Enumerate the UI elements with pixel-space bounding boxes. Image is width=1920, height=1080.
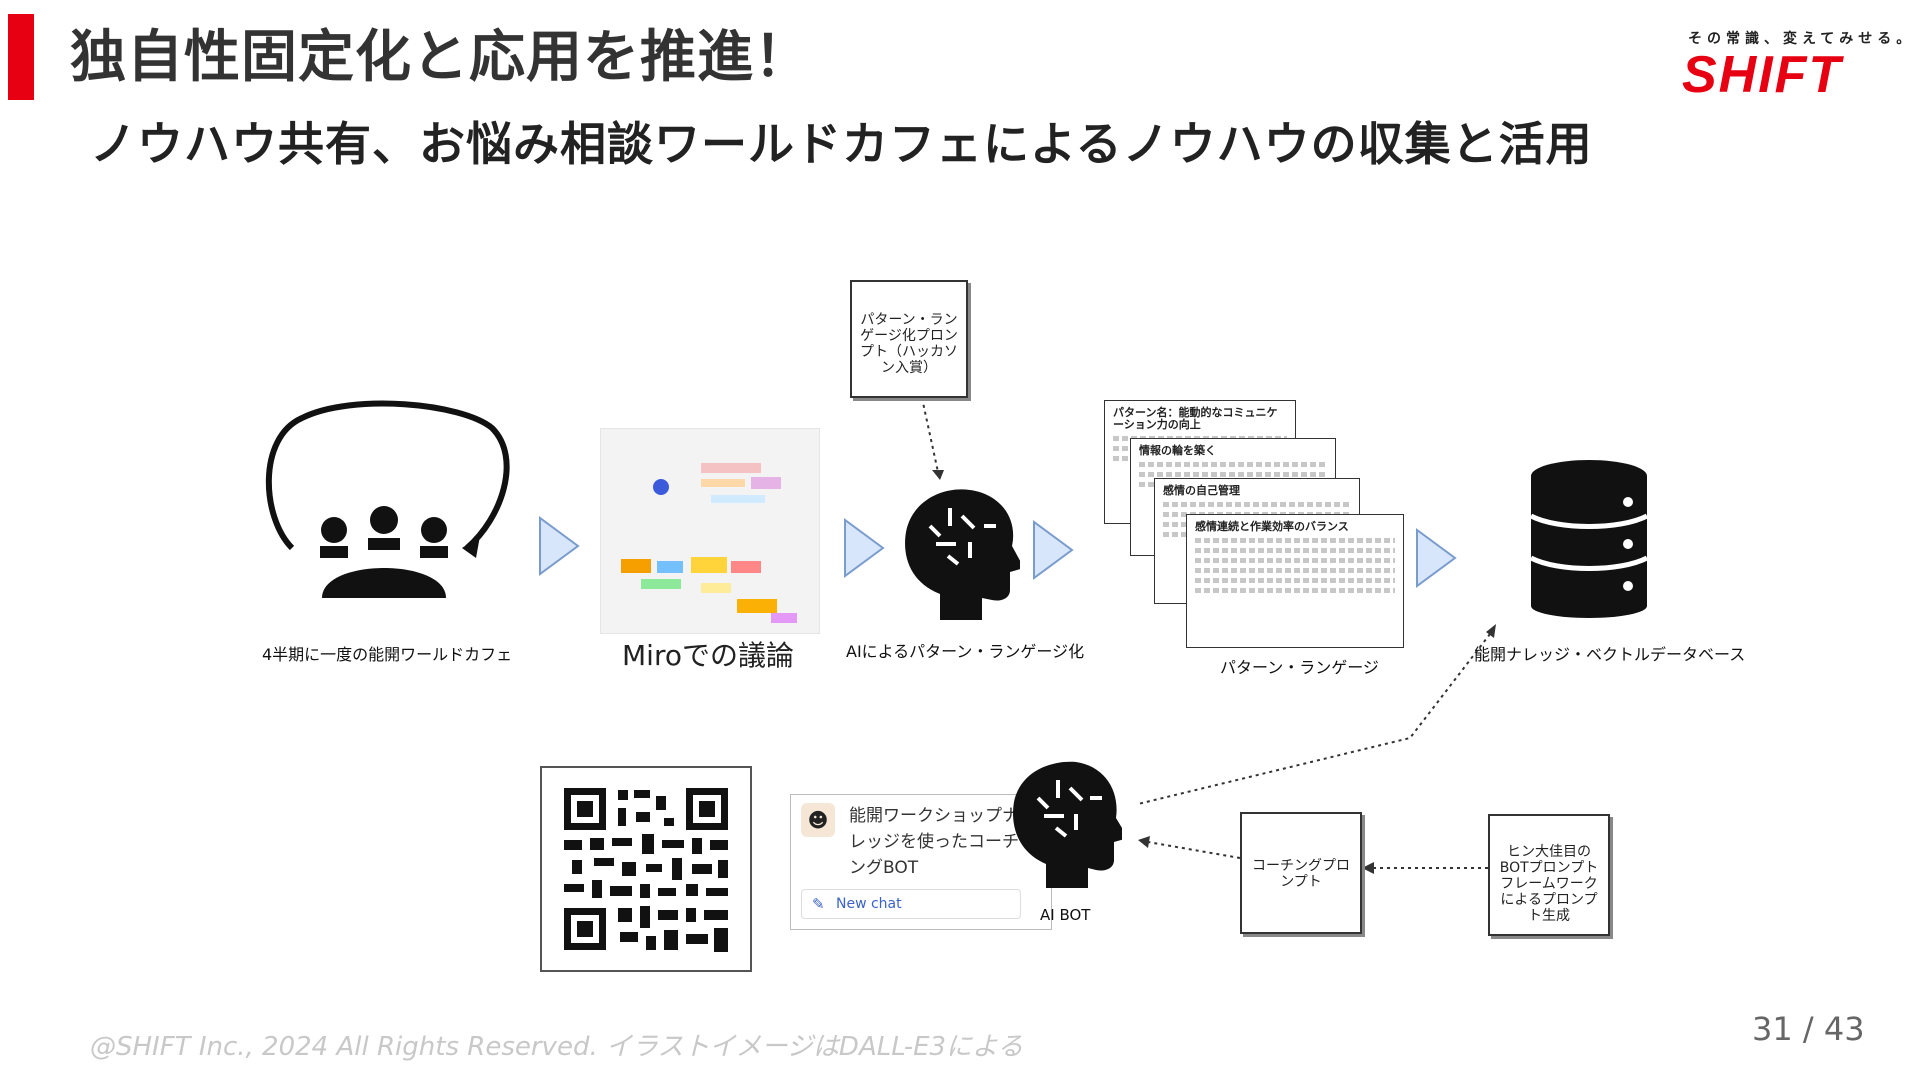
pattern-doc-title: 情報の輪を築く [1139, 444, 1216, 457]
coaching-prompt-box: コーチングプロンプト [1240, 812, 1362, 934]
page-indicator: 31 / 43 [1752, 1010, 1865, 1048]
ai-bot-head-icon [1013, 761, 1122, 888]
ai-bot-caption: AI BOT [1040, 906, 1091, 924]
miro-board-thumbnail [600, 428, 820, 634]
new-chat-label: New chat [836, 896, 902, 912]
miro-board-sticky-notes [621, 463, 797, 623]
title-accent-bar [8, 14, 34, 100]
database-caption: 能開ナレッジ・ベクトルデータベース [1474, 645, 1746, 664]
ai-pattern-caption: AIによるパターン・ランゲージ化 [846, 642, 1085, 661]
chat-bot-title: 能開ワークショップナレッジを使ったコーチングBOT [849, 806, 1019, 878]
ai-brain-icon [905, 489, 1020, 620]
coaching-bot-chat-card[interactable]: ☻ 能開ワークショップナレッジを使ったコーチングBOT ✎ New chat [790, 794, 1052, 930]
bot-avatar-icon: ☻ [801, 803, 835, 837]
bot-framework-box: ヒン大佳目のBOTプロンプトフレームワークによるプロンプト生成 [1488, 814, 1610, 936]
qr-code-pattern [564, 788, 728, 952]
pattern-doc-title: パターン名：能動的なコミュニケーション力の向上 [1113, 406, 1278, 431]
database-icon [1529, 460, 1649, 618]
pattern-prompt-box: パターン・ランゲージ化プロンプト（ハッカソン入賞） [850, 280, 968, 398]
shift-logo: SHIFT [1682, 46, 1900, 104]
svg-text:SHIFT: SHIFT [1682, 48, 1844, 100]
flow-arrow-2 [844, 518, 885, 578]
pattern-doc-4: 感情連続と作業効率のバランス [1186, 514, 1404, 648]
world-cafe-icon [265, 400, 510, 598]
footer-copyright: @SHIFT Inc., 2024 All Rights Reserved. イ… [90, 1032, 1024, 1062]
slide-title: 独自性固定化と応用を推進！ [70, 25, 811, 90]
flow-arrow-3 [1033, 520, 1074, 580]
new-chat-button[interactable]: ✎ New chat [801, 889, 1021, 919]
slide-subtitle: ノウハウ共有、お悩み相談ワールドカフェによるノウハウの収集と活用 [90, 117, 1593, 171]
flow-arrow-4 [1416, 528, 1457, 588]
pattern-doc-title: 感情連続と作業効率のバランス [1195, 520, 1349, 533]
edit-icon: ✎ [812, 895, 825, 913]
pattern-doc-title: 感情の自己管理 [1163, 484, 1240, 497]
miro-caption: Miroでの議論 [622, 639, 794, 672]
qr-code[interactable] [540, 766, 752, 972]
world-cafe-caption: 4半期に一度の能開ワールドカフェ [262, 645, 513, 664]
flow-arrow-1 [539, 516, 580, 576]
brand-tagline: その常識、変えてみせる。 [1688, 31, 1916, 47]
pattern-language-caption: パターン・ランゲージ [1220, 658, 1379, 677]
